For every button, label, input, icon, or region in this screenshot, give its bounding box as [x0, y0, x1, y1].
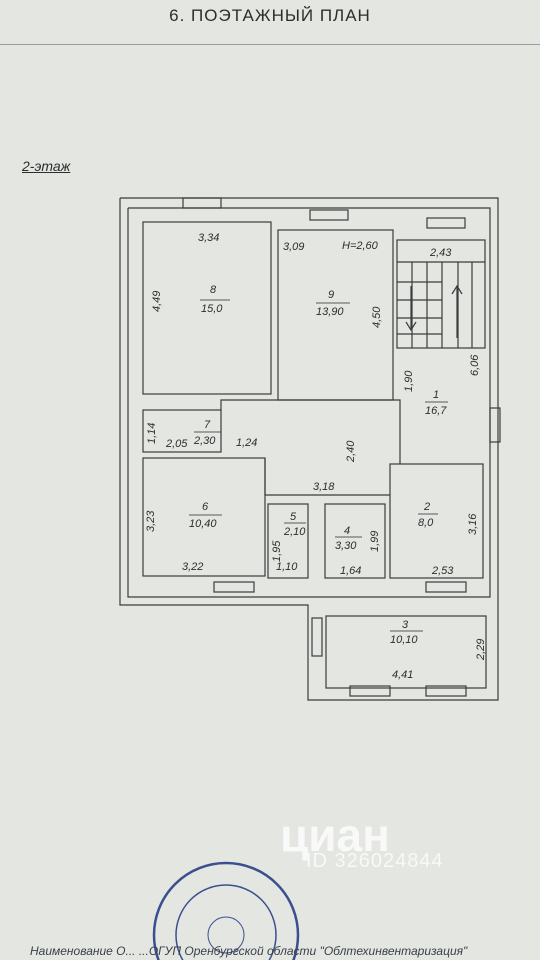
official-stamp: [152, 861, 300, 960]
inner-outline: [127, 207, 491, 598]
footer-organization-text: Наименование О... ...ОГУП Оренбургской о…: [30, 944, 468, 958]
room-2-length: 3,16: [467, 513, 479, 535]
room-4-length: 1,99: [369, 531, 381, 552]
room-5-width: 1,10: [276, 561, 298, 573]
room-9-width: 3,09: [283, 241, 304, 253]
room-9-length: 4,50: [371, 306, 383, 328]
floor-label: 2-этаж: [22, 158, 71, 174]
room-6-area: 10,40: [189, 518, 217, 530]
room-7-height: 1,14: [146, 423, 158, 444]
room-9-number: 9: [328, 289, 334, 301]
room-6-width: 3,22: [182, 561, 203, 573]
room-6-number: 6: [202, 501, 209, 513]
room-1-dim-243: 2,43: [429, 247, 452, 259]
room-4-area: 3,30: [335, 540, 357, 552]
room-7-area: 2,30: [193, 435, 216, 447]
room-8-wall: [142, 221, 272, 395]
room-4-width: 1,64: [340, 565, 361, 577]
room-7-wall: [142, 409, 222, 453]
room-7-width: 2,05: [165, 438, 188, 450]
room-5-area: 2,10: [283, 526, 306, 538]
room-4-wall: [324, 503, 386, 579]
room-2-number: 2: [423, 501, 430, 513]
room-2-width: 2,53: [431, 565, 454, 577]
room-1-dim-318: 3,18: [313, 481, 335, 493]
room-5-number: 5: [290, 511, 297, 523]
room-1-number: 1: [433, 389, 439, 401]
room-5-wall: [267, 503, 309, 579]
room-2-wall: [389, 463, 484, 579]
room-6-length: 3,23: [145, 510, 157, 532]
title-divider: [0, 44, 540, 45]
room-1-dim-124: 1,24: [236, 437, 257, 449]
room-5-length: 1,95: [271, 540, 283, 562]
room-3-area: 10,10: [390, 634, 418, 646]
room-9-height: H=2,60: [342, 240, 379, 252]
room-4-number: 4: [344, 525, 350, 537]
room-8-length: 4,49: [151, 291, 163, 312]
room-1-dim-606: 6,06: [469, 354, 481, 376]
page-title: 6. ПОЭТАЖНЫЙ ПЛАН: [169, 6, 371, 25]
room-1-dim-240: 2,40: [345, 440, 357, 463]
room-8-area: 15,0: [201, 303, 223, 315]
cian-watermark: циан: [280, 809, 390, 861]
stair-wall: [396, 239, 486, 349]
room-8-width: 3,34: [198, 232, 219, 244]
room-9-area: 13,90: [316, 306, 344, 318]
room-8-number: 8: [210, 284, 217, 296]
room-3-wall: [325, 615, 487, 689]
room-3-width: 4,41: [392, 669, 413, 681]
room-6-wall: [142, 457, 266, 577]
room-1-area: 16,7: [425, 405, 447, 417]
room-3-height: 2,29: [475, 639, 487, 661]
room-7-number: 7: [204, 419, 211, 431]
room-1-dim-190: 1,90: [403, 370, 415, 392]
room-2-area: 8,0: [418, 517, 434, 529]
listing-id-watermark: ID 326024844: [306, 850, 444, 872]
outer-wall: [119, 197, 499, 701]
room-3-number: 3: [402, 619, 409, 631]
